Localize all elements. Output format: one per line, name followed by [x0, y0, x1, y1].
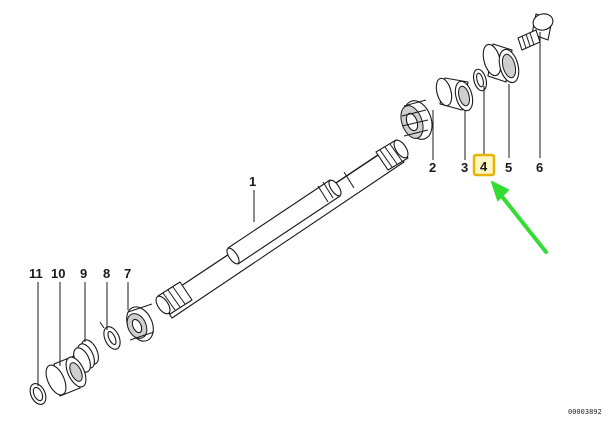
- callout-4-highlight-box: [472, 153, 496, 177]
- callout-5: 5: [505, 160, 512, 175]
- part-11-ring: [29, 383, 47, 405]
- drawing-number: 00003892: [568, 408, 602, 416]
- callout-6: 6: [536, 160, 543, 175]
- part-1-shaft: [155, 139, 409, 319]
- part-7-bearing: [126, 303, 155, 342]
- callout-2: 2: [429, 160, 436, 175]
- callout-9: 9: [80, 266, 87, 281]
- callout-3: 3: [461, 160, 468, 175]
- part-9-spring: [73, 339, 99, 373]
- callout-1: 1: [249, 174, 256, 189]
- part-8-clip: [99, 321, 121, 350]
- callout-labels: 1 2 3 4 5 6 7 8 9 10 11: [29, 159, 543, 281]
- part-6-bolt: [517, 13, 554, 51]
- part-2-gear: [400, 99, 433, 140]
- callout-10: 10: [51, 266, 65, 281]
- callout-11: 11: [29, 266, 43, 281]
- callout-4: 4: [480, 159, 488, 174]
- callout-7: 7: [124, 266, 131, 281]
- part-4-snap-ring: [472, 68, 488, 92]
- green-pointer-arrow: [491, 181, 548, 254]
- callout-8: 8: [103, 266, 110, 281]
- part-3-bearing: [435, 77, 474, 112]
- part-5-ring-bearing: [482, 43, 520, 84]
- leader-lines: [37, 32, 541, 386]
